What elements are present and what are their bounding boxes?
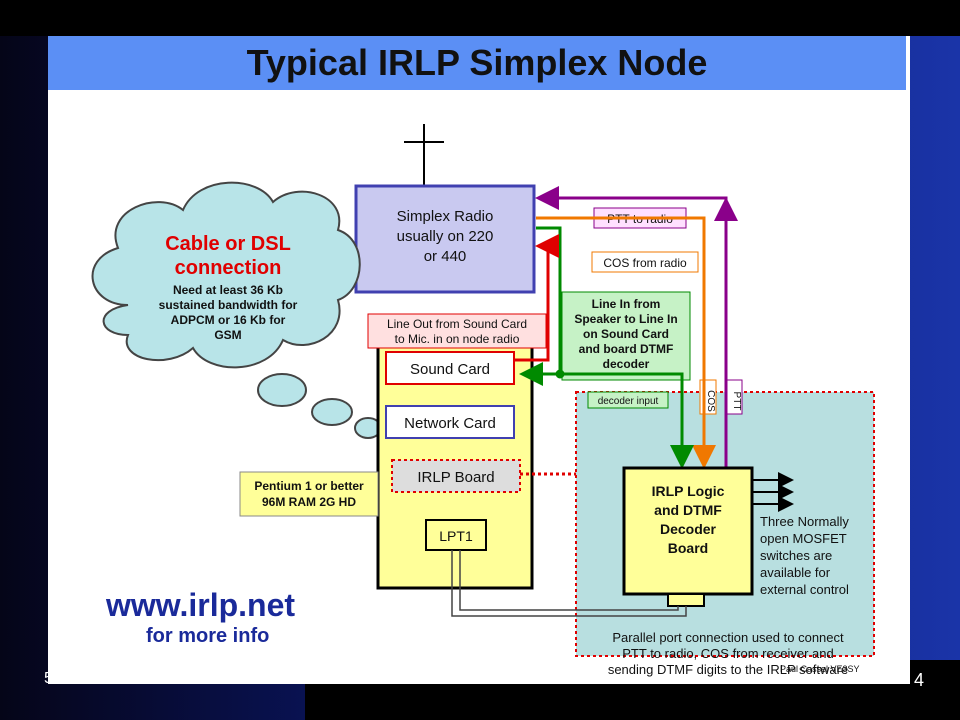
mosfet-outputs (752, 472, 794, 512)
svg-text:external control: external control (760, 582, 849, 597)
lpt1-box (425, 519, 487, 551)
svg-text:decoder input: decoder input (598, 396, 659, 407)
network-card-label: Network Card (404, 415, 496, 432)
logic-label-4: Board (668, 540, 708, 556)
internet-cloud: Cable or DSL connection Need at least 36… (91, 181, 361, 369)
logic-label-3: Decoder (660, 521, 717, 537)
line-in-1: Line In from (592, 297, 661, 311)
cloud-body-4: GSM (214, 328, 241, 342)
slide-title: Typical IRLP Simplex Node (246, 42, 708, 83)
line-in-2: Speaker to Line In (574, 312, 677, 326)
cloud-body-1: Need at least 36 Kb (173, 283, 283, 297)
line-in-4: and board DTMF (579, 342, 674, 356)
cos-vertical-label: COS (699, 379, 717, 415)
antenna-icon (404, 124, 444, 186)
svg-text:Parallel port connection used: Parallel port connection used to connect (612, 630, 844, 645)
line-out-label: Line Out from Sound Card to Mic. in on n… (367, 313, 547, 349)
network-card-box (385, 405, 515, 439)
credit-text: Paul Cassel VE3SY (780, 664, 860, 674)
logic-board-box: IRLP Logic and DTMF Decoder Board (622, 466, 754, 607)
svg-text:PTT: PTT (731, 392, 742, 411)
slide-panel: Typical IRLP Simplex Node (48, 36, 910, 684)
svg-text:switches are: switches are (760, 548, 832, 563)
ptt-vertical-label: PTT (725, 379, 743, 415)
pc-spec-line-1: Pentium 1 or better (254, 479, 364, 493)
irlp-board-label: IRLP Board (417, 469, 494, 486)
logic-label-2: and DTMF (654, 502, 722, 518)
cloud-trail (257, 373, 382, 439)
pc-spec-line-2: 96M RAM 2G HD (262, 495, 356, 509)
cos-wire (536, 216, 716, 469)
simplex-radio-box: Simplex Radio usually on 220 or 440 (354, 184, 536, 294)
cloud-title-2: connection (175, 257, 282, 279)
title-bar: Typical IRLP Simplex Node (48, 36, 906, 90)
pc-spec-box: Pentium 1 or better 96M RAM 2G HD (239, 471, 379, 517)
svg-text:COS: COS (705, 390, 716, 412)
svg-text:open MOSFET: open MOSFET (760, 531, 847, 546)
logic-connector (667, 593, 705, 607)
svg-text:Three Normally: Three Normally (760, 514, 849, 529)
svg-text:available for: available for (760, 565, 831, 580)
website-link[interactable]: www.irlp.net (105, 587, 295, 623)
line-out-1: Line Out from Sound Card (387, 317, 527, 331)
cloud-title-1: Cable or DSL (165, 233, 291, 255)
irlp-board-box (391, 459, 521, 493)
line-out-wire (514, 234, 559, 362)
svg-text:PTT to radio, COS from receive: PTT to radio, COS from receiver and (622, 646, 833, 661)
irlp-diagram: Simplex Radio usually on 220 or 440 Cabl… (91, 124, 875, 677)
line-out-2: to Mic. in on node radio (395, 332, 520, 346)
radio-label-1: Simplex Radio (397, 208, 494, 225)
radio-label-2: usually on 220 (397, 228, 494, 245)
sound-card-box (385, 351, 515, 385)
logic-label-1: IRLP Logic (652, 483, 725, 499)
cloud-body-3: ADPCM or 16 Kb for (171, 313, 286, 327)
cloud-body-2: sustained bandwidth for (159, 298, 298, 312)
svg-text:sending DTMF digits to the IRL: sending DTMF digits to the IRLP software (608, 662, 848, 677)
parallel-cable (451, 550, 687, 617)
decoder-input-label: decoder input (587, 391, 669, 409)
svg-text:COS from radio: COS from radio (603, 256, 687, 270)
cos-from-radio-label: COS from radio (591, 251, 699, 273)
line-in-wire (519, 226, 694, 469)
line-in-5: decoder (603, 357, 650, 371)
slide-page-number: 4 (914, 670, 925, 690)
sound-card-label: Sound Card (410, 361, 490, 378)
line-in-label: Line In from Speaker to Line In on Sound… (561, 291, 691, 381)
line-in-3: on Sound Card (583, 327, 669, 341)
parallel-note: Parallel port connection used to connect… (608, 630, 848, 677)
ptt-wire (535, 186, 738, 468)
mosfet-note: Three Normally open MOSFET switches are … (760, 514, 849, 597)
radio-label-3: or 440 (424, 248, 467, 265)
website-subtitle: for more info (146, 625, 269, 647)
computer-box: Sound Card Network Card IRLP Board LPT1 (376, 330, 534, 590)
slide-top-band (0, 0, 960, 36)
lpt1-label: LPT1 (439, 528, 473, 544)
